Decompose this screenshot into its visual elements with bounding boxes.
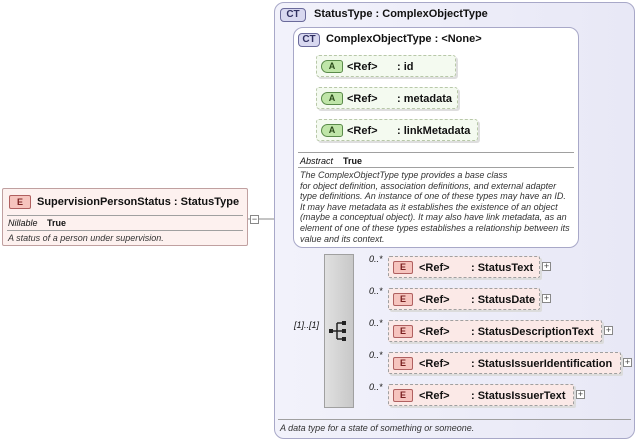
- complex-type-badge: CT: [280, 8, 306, 22]
- root-element-box[interactable]: E SupervisionPersonStatus : StatusType N…: [2, 188, 248, 246]
- complex-object-type-description: The ComplexObjectType type provides a ba…: [300, 170, 570, 244]
- element-badge: E: [9, 195, 31, 209]
- complex-object-type-title: ComplexObjectType : <None>: [326, 33, 482, 45]
- element-name: : StatusIssuerIdentification: [471, 358, 613, 370]
- element-occurrence: 0..*: [369, 350, 383, 360]
- element-occurrence: 0..*: [369, 254, 383, 264]
- status-type-title: StatusType : ComplexObjectType: [314, 8, 488, 20]
- attribute-name: : id: [397, 61, 414, 73]
- description-line: It may have metadata as it establishes t…: [300, 201, 558, 212]
- expand-toggle[interactable]: +: [542, 261, 551, 271]
- ref-label: <Ref>: [419, 294, 450, 306]
- ref-label: <Ref>: [419, 358, 450, 370]
- attribute-id[interactable]: A <Ref> : id: [316, 55, 456, 77]
- expand-toggle[interactable]: +: [542, 293, 551, 303]
- element-badge: E: [393, 357, 413, 370]
- description-line: for object definition, association defin…: [300, 180, 557, 191]
- element-name: : StatusIssuerText: [471, 390, 566, 402]
- nillable-value: True: [47, 218, 67, 228]
- element-badge: E: [393, 261, 413, 274]
- description-line: element of one of these types establishe…: [300, 222, 570, 233]
- abstract-label: Abstract: [300, 156, 334, 166]
- ref-label: <Ref>: [419, 326, 450, 338]
- attribute-badge: A: [321, 60, 343, 73]
- attribute-name: : linkMetadata: [397, 125, 471, 137]
- divider: [278, 419, 631, 420]
- element-occurrence: 0..*: [369, 286, 383, 296]
- collapse-toggle[interactable]: −: [250, 214, 259, 224]
- description-line: type definitions. An instance of one of …: [300, 191, 566, 202]
- element-occurrence: 0..*: [369, 382, 383, 392]
- element-status-date[interactable]: E <Ref> : StatusDate: [388, 288, 540, 310]
- ref-label: <Ref>: [419, 262, 450, 274]
- expand-toggle[interactable]: +: [576, 389, 585, 399]
- description-line: The ComplexObjectType type provides a ba…: [300, 170, 508, 180]
- ref-label: <Ref>: [419, 390, 450, 402]
- element-status-description-text[interactable]: E <Ref> : StatusDescriptionText: [388, 320, 602, 342]
- description-line: (maybe a conceptual object). It may also…: [300, 212, 567, 223]
- element-name: : StatusDate: [471, 294, 536, 306]
- ref-label: <Ref>: [347, 125, 378, 137]
- divider: [7, 215, 243, 216]
- attribute-badge: A: [321, 124, 343, 137]
- root-element-title: SupervisionPersonStatus : StatusType: [37, 196, 240, 208]
- divider: [298, 152, 574, 153]
- element-badge: E: [393, 325, 413, 338]
- sequence-icon: [329, 321, 346, 341]
- status-type-description: A data type for a state of something or …: [280, 423, 475, 433]
- ref-label: <Ref>: [347, 93, 378, 105]
- attribute-badge: A: [321, 92, 343, 105]
- expand-toggle[interactable]: +: [623, 357, 632, 367]
- nillable-label: Nillable: [8, 218, 38, 228]
- attribute-name: : metadata: [397, 93, 453, 105]
- ref-label: <Ref>: [347, 61, 378, 73]
- divider: [298, 167, 574, 168]
- attribute-link-metadata[interactable]: A <Ref> : linkMetadata: [316, 119, 478, 141]
- element-badge: E: [393, 389, 413, 402]
- element-status-issuer-identification[interactable]: E <Ref> : StatusIssuerIdentification: [388, 352, 621, 374]
- element-status-text[interactable]: E <Ref> : StatusText: [388, 256, 540, 278]
- attribute-metadata[interactable]: A <Ref> : metadata: [316, 87, 458, 109]
- sequence-occurrence: [1]..[1]: [294, 320, 320, 330]
- element-badge: E: [393, 293, 413, 306]
- description-line: value and its context.: [300, 233, 385, 244]
- sequence-compositor[interactable]: [324, 254, 354, 408]
- expand-toggle[interactable]: +: [604, 325, 613, 335]
- element-occurrence: 0..*: [369, 318, 383, 328]
- divider: [7, 230, 243, 231]
- root-element-description: A status of a person under supervision.: [8, 233, 164, 243]
- element-name: : StatusText: [471, 262, 534, 274]
- abstract-value: True: [343, 156, 363, 166]
- element-name: : StatusDescriptionText: [471, 326, 594, 338]
- element-status-issuer-text[interactable]: E <Ref> : StatusIssuerText: [388, 384, 574, 406]
- complex-type-badge: CT: [298, 33, 320, 47]
